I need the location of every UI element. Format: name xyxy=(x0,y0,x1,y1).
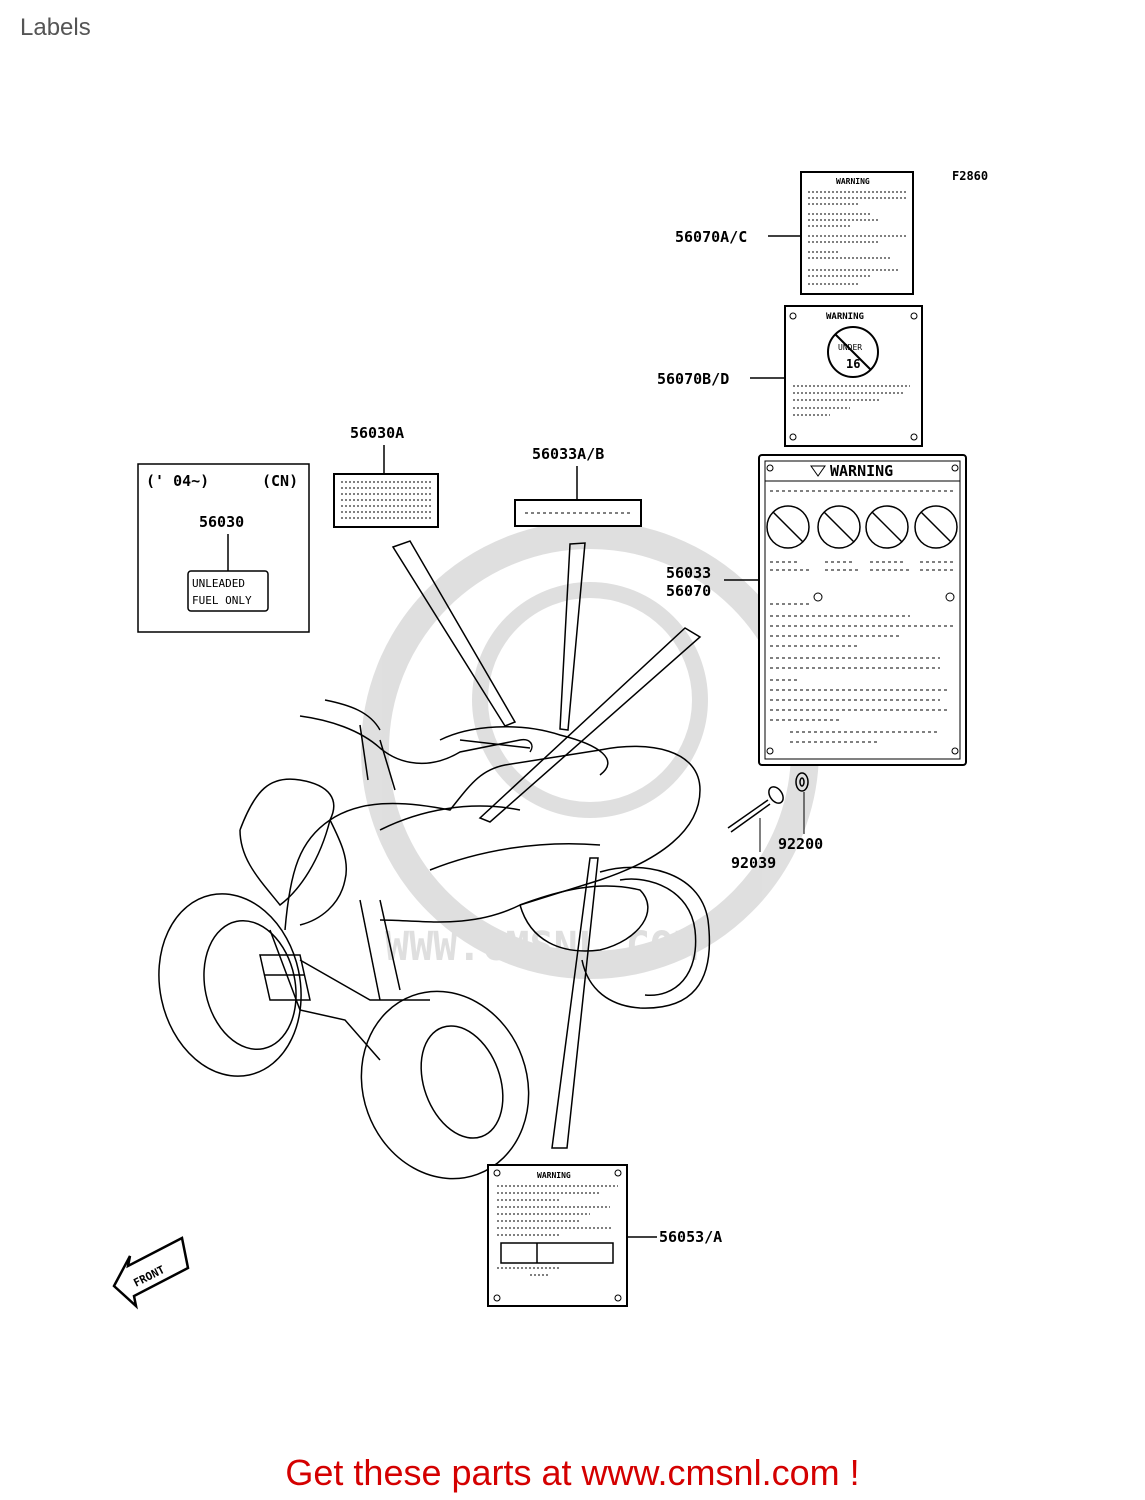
inset-unleaded: UNLEADED xyxy=(192,577,245,590)
callout-56030a: 56030A xyxy=(350,424,404,442)
front-arrow: FRONT xyxy=(112,1236,190,1310)
washer-92200 xyxy=(795,772,809,792)
label-56033: WARNING xyxy=(758,454,967,766)
callout-56053a: 56053/A xyxy=(659,1228,722,1246)
watermark: WWW.CMSNL.COM xyxy=(361,521,819,979)
under-word: UNDER xyxy=(838,343,862,352)
callout-92200: 92200 xyxy=(778,835,823,853)
inset-year: (' 04~) xyxy=(146,472,209,490)
figure-code: F2860 xyxy=(952,169,988,183)
under-number: 16 xyxy=(846,357,860,371)
page-title: Labels xyxy=(20,14,91,41)
promo-link[interactable]: Get these parts at www.cmsnl.com ! xyxy=(285,1452,860,1493)
callout-56033ab: 56033A/B xyxy=(532,445,604,463)
label-56030a xyxy=(333,473,439,528)
callout-56070ac: 56070A/C xyxy=(675,228,747,246)
inset-region: (CN) xyxy=(262,472,298,490)
leader-lines xyxy=(391,540,702,1149)
callout-92039: 92039 xyxy=(731,854,776,872)
callout-56070bd: 56070B/D xyxy=(657,370,729,388)
label-56033ab xyxy=(514,499,642,527)
inset-cn: (' 04~) (CN) 56030 UNLEADED FUEL ONLY xyxy=(137,463,310,633)
label-56070bd: WARNING UNDER 16 xyxy=(784,305,923,447)
label-56070ac: WARNING xyxy=(800,171,914,295)
inset-fuel-only: FUEL ONLY xyxy=(192,594,252,607)
watermark-text: WWW.CMSNL.COM xyxy=(385,924,698,970)
promo-banner[interactable]: Get these parts at www.cmsnl.com ! xyxy=(0,1452,1145,1494)
svg-text:WARNING: WARNING xyxy=(836,177,870,186)
label-56053a: WARNING xyxy=(487,1164,628,1307)
callout-56033: 56033 xyxy=(666,564,711,582)
atv-illustration xyxy=(158,699,711,1180)
rivet-92039 xyxy=(727,786,784,833)
svg-text:WARNING: WARNING xyxy=(826,312,864,322)
svg-text:WARNING: WARNING xyxy=(537,1171,571,1180)
callout-56070: 56070 xyxy=(666,582,711,600)
warning-heading: WARNING xyxy=(830,462,893,480)
callout-56030: 56030 xyxy=(199,513,244,531)
